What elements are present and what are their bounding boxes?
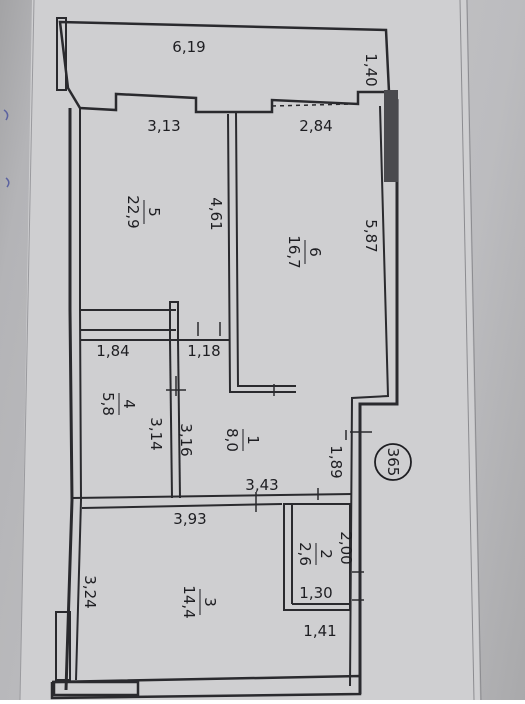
outer-wall-left-inner	[75, 108, 83, 681]
balcony	[58, 20, 391, 114]
room-area: 14,4	[180, 585, 198, 618]
dim-room5-width: 3,13	[147, 117, 180, 135]
room-4-label: 4 5,8	[99, 392, 138, 416]
room-area: 8,0	[223, 428, 241, 452]
wall-room4-right	[169, 339, 173, 499]
balcony-rail-left	[56, 17, 67, 91]
room-area: 22,9	[124, 195, 142, 228]
dim-room4-width: 1,84	[96, 342, 129, 360]
dim-balcony-length: 6,19	[172, 38, 205, 56]
sheet-frame-line	[466, 0, 482, 701]
dim-room2-outer: 1,41	[303, 622, 336, 640]
window-bottom	[52, 680, 140, 697]
sheet-frame-line	[19, 0, 35, 701]
dim-hall-depth: 1,89	[327, 445, 345, 478]
dim-room6-length: 5,87	[362, 219, 380, 252]
dim-room2-width: 1,30	[299, 584, 332, 602]
sheet-frame-line	[459, 0, 475, 701]
wall-room3-top-inner	[81, 503, 283, 509]
outer-wall-left	[64, 108, 74, 691]
apartment-number-circle	[374, 443, 412, 481]
door-dash	[271, 103, 353, 107]
dim-room4-length: 3,14	[147, 417, 165, 450]
pen-mark	[5, 177, 10, 188]
room2-walls	[283, 503, 351, 611]
room-area: 2,6	[296, 542, 314, 566]
room-number: 3	[201, 597, 219, 607]
dim-hall-height: 3,16	[177, 423, 195, 456]
room-area: 16,7	[285, 235, 303, 268]
room-1-label: 1 8,0	[223, 428, 262, 452]
room-area: 5,8	[99, 392, 117, 416]
room-number: 4	[120, 399, 138, 409]
room-number: 1	[244, 435, 262, 445]
apartment-number: 365	[384, 448, 402, 477]
pen-mark	[3, 109, 9, 121]
paper-sheet	[20, 0, 480, 700]
room-number: 2	[317, 549, 335, 559]
room-2-label: 2 2,6	[296, 542, 335, 566]
wall-room4-right-inner	[177, 339, 181, 499]
room-number: 5	[145, 207, 163, 217]
room-3-label: 3 14,4	[180, 585, 219, 618]
outer-wall-bottom	[50, 674, 362, 700]
dim-room3-length: 3,24	[81, 575, 99, 608]
dim-room2-length: 2,00	[337, 531, 355, 564]
window-left-bottom	[55, 611, 71, 681]
wall-room5-room6-inner	[235, 111, 296, 387]
dim-room5-side: 4,61	[207, 197, 225, 230]
room-6-label: 6 16,7	[285, 235, 324, 268]
dim-room6-width: 2,84	[299, 117, 332, 135]
dim-hall-width: 3,43	[245, 476, 278, 494]
dim-corridor-gap: 1,18	[187, 342, 220, 360]
dim-room3-width: 3,93	[173, 510, 206, 528]
room-number: 6	[306, 247, 324, 257]
wall-room3-top	[71, 493, 353, 499]
dim-balcony-depth: 1,40	[362, 53, 380, 86]
room-5-label: 5 22,9	[124, 195, 163, 228]
window-right	[384, 90, 398, 182]
